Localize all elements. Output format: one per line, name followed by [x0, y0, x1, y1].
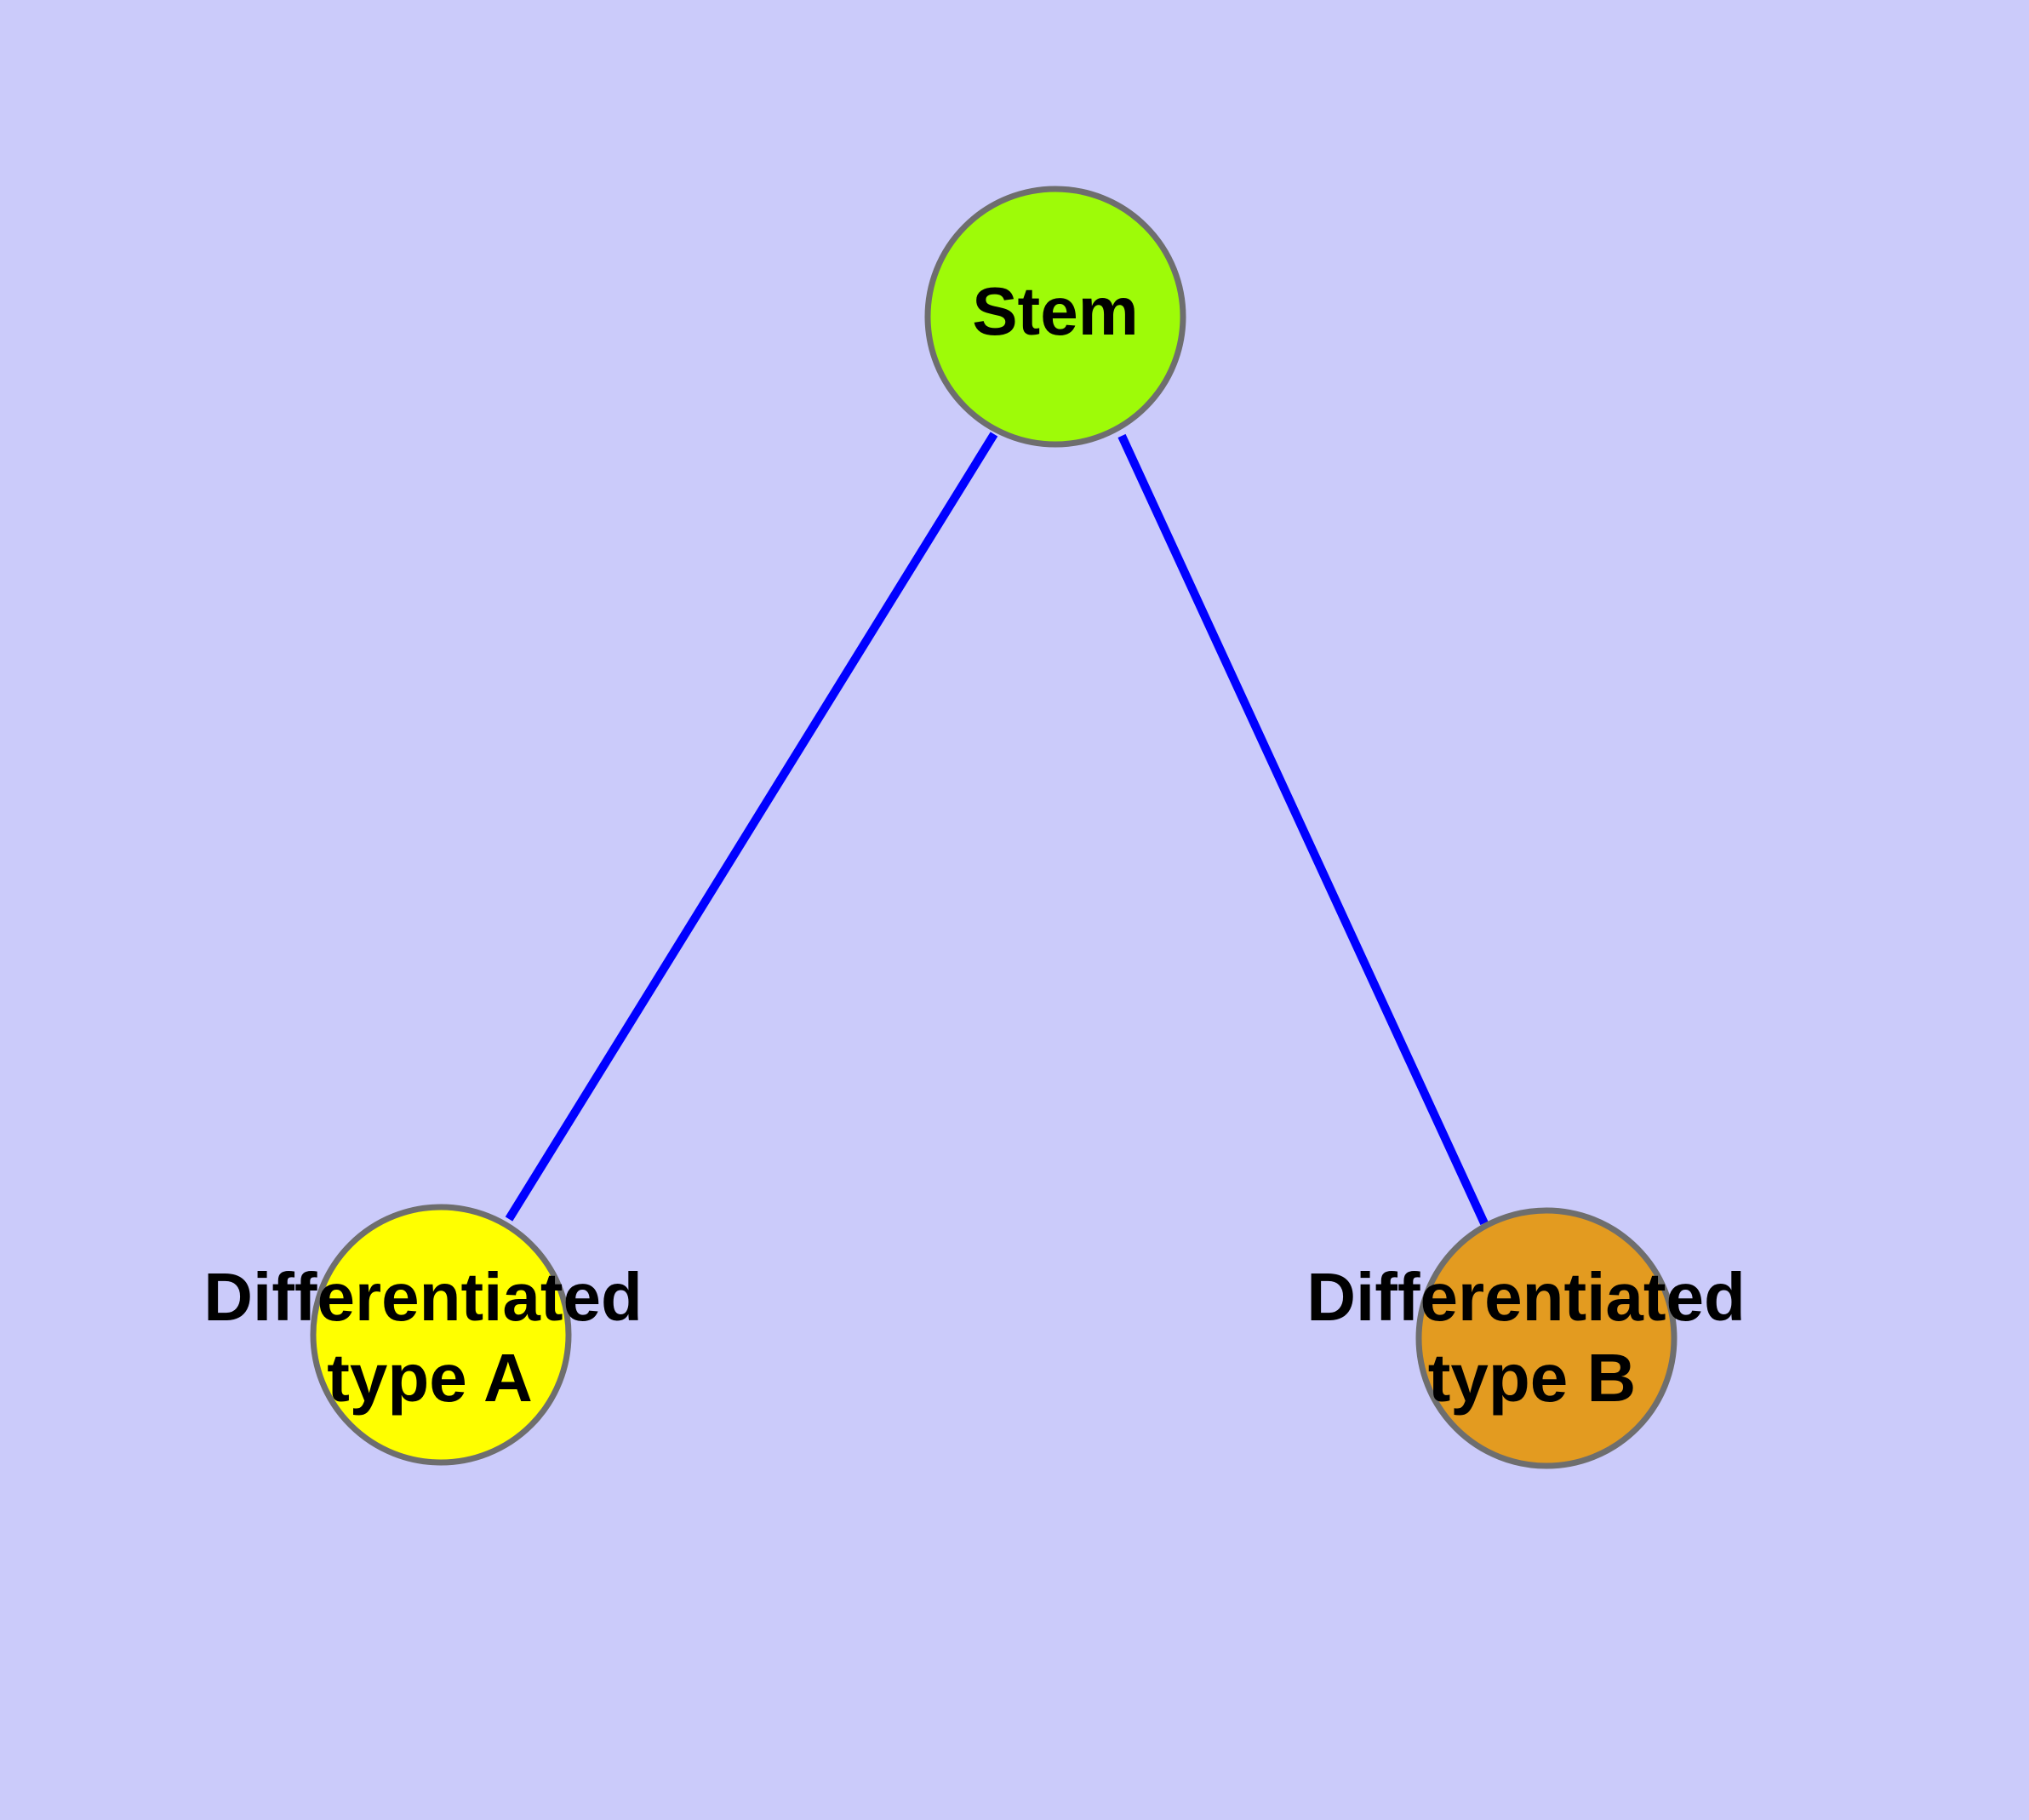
node-label-differentiated-type-a-line1: Differentiated — [203, 1259, 643, 1335]
label-layer: Stem Differentiated type A Differentiate… — [203, 273, 1746, 1416]
node-label-differentiated-type-b-line2: type B — [1428, 1340, 1637, 1416]
node-circle-stem[interactable] — [924, 186, 1186, 448]
edge-layer — [505, 432, 1489, 1226]
node-label-differentiated-type-a-line2: type A — [327, 1340, 533, 1416]
edge-stem-to-differentiated-type-a[interactable] — [505, 432, 998, 1222]
node-label-stem: Stem — [972, 273, 1139, 349]
edge-stem-to-differentiated-type-b[interactable] — [1117, 433, 1489, 1226]
node-circle-differentiated-type-b[interactable] — [1415, 1207, 1677, 1469]
node-label-differentiated-type-b-line1: Differentiated — [1306, 1259, 1746, 1335]
node-stem[interactable] — [924, 186, 1186, 448]
node-differentiated-type-b[interactable] — [1415, 1207, 1677, 1469]
node-circle-differentiated-type-a[interactable] — [310, 1204, 572, 1466]
node-differentiated-type-a[interactable] — [310, 1204, 572, 1466]
